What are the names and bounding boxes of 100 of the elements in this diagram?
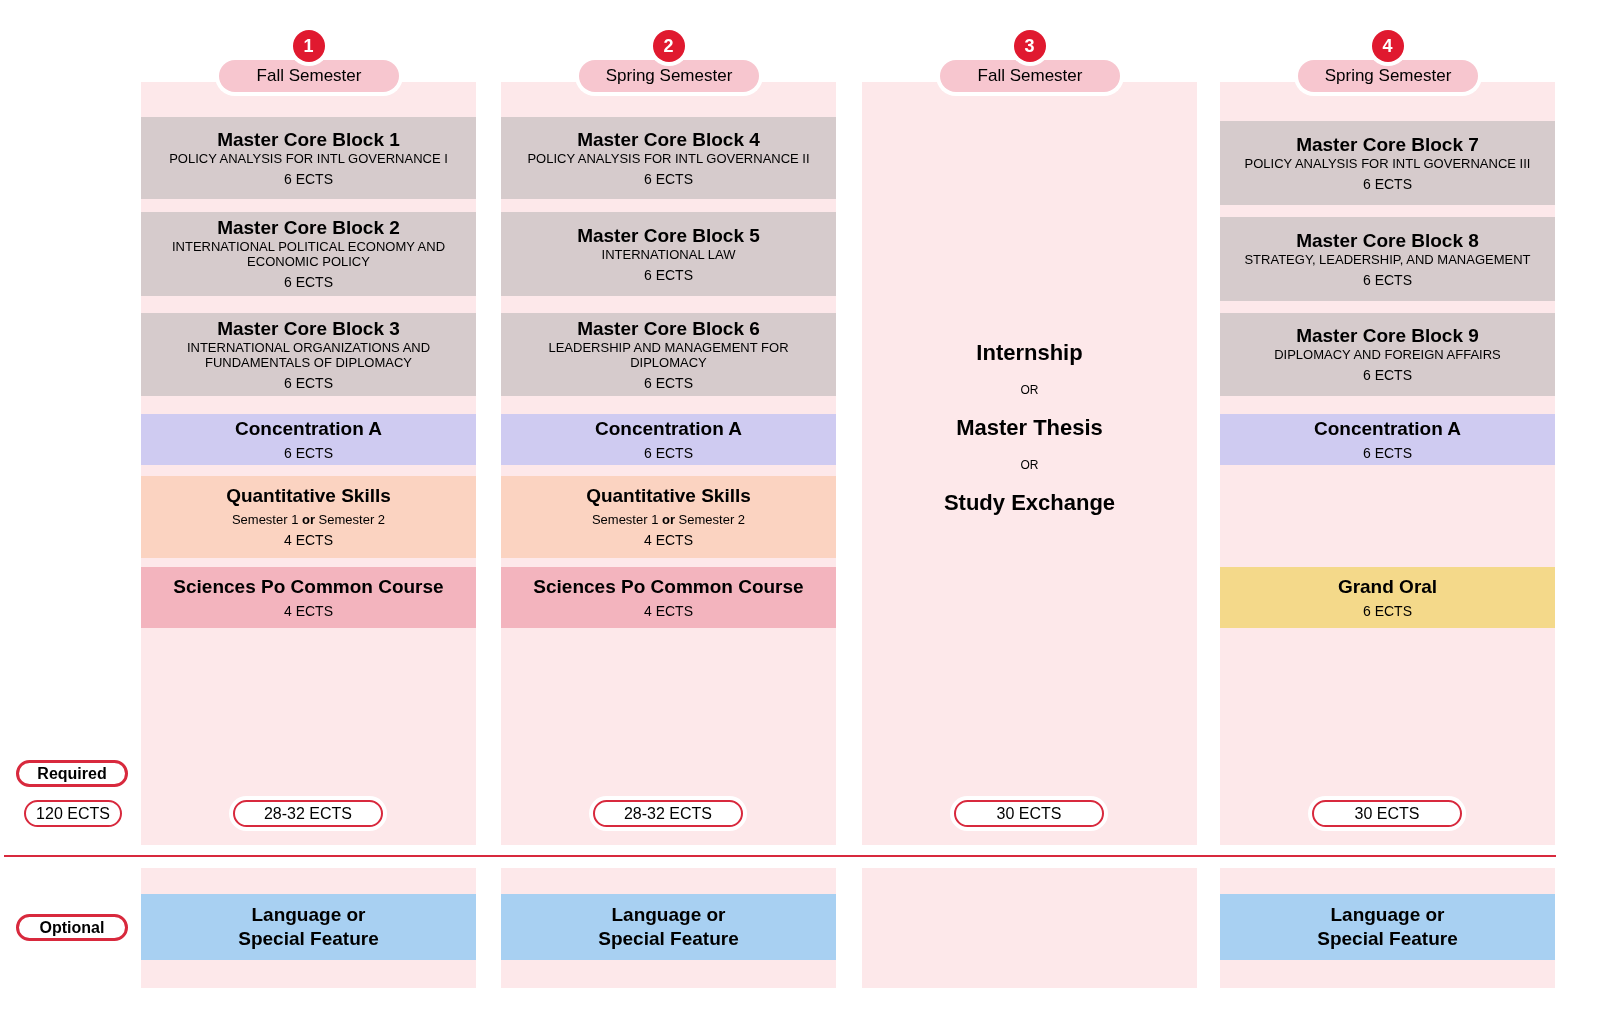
course-block <box>501 476 836 558</box>
credits-text: 4 ECTS <box>644 532 693 550</box>
block-title: Grand Oral <box>1337 574 1438 599</box>
credits-text: 6 ECTS <box>1363 271 1412 290</box>
credits-text: 6 ECTS <box>284 374 333 393</box>
elective-block <box>141 894 476 960</box>
semester-title: Spring Semester <box>1324 65 1452 88</box>
option-title: Study Exchange <box>943 489 1116 517</box>
option-title: Internship <box>976 339 1083 367</box>
course-block <box>501 414 836 465</box>
credits-text: 4 ECTS <box>644 602 693 621</box>
credit-pill <box>24 800 122 827</box>
course-block <box>141 567 476 628</box>
semester-column <box>862 82 1197 845</box>
block-title: Master Core Block 2 <box>217 216 400 241</box>
step-number: 3 <box>1024 37 1035 55</box>
credits-text: 4 ECTS <box>284 532 333 550</box>
credits-text: 6 ECTS <box>284 170 333 189</box>
block-title: Master Core Block 8 <box>1296 228 1479 253</box>
course-block <box>501 313 836 396</box>
block-title: Sciences Po Common Course <box>173 574 444 599</box>
course-block <box>1220 217 1555 301</box>
step-number-badge <box>292 30 325 62</box>
block-title: Master Core Block 1 <box>217 127 400 152</box>
option-title: Master Thesis <box>956 414 1103 442</box>
optional-column <box>141 868 476 988</box>
block-title: Master Core Block 9 <box>1296 324 1479 349</box>
block-title: Master Core Block 6 <box>577 316 760 341</box>
semester-title: Fall Semester <box>256 65 362 88</box>
block-title: Master Core Block 4 <box>577 127 760 152</box>
credits-text: 6 ECTS <box>644 374 693 393</box>
credits-text: 6 ECTS <box>1363 175 1412 194</box>
credits-text: 6 ECTS <box>284 444 333 463</box>
elective-block <box>1220 894 1555 960</box>
block-title: Quantitative Skills <box>226 484 391 508</box>
semester-column <box>501 82 836 845</box>
block-title: Concentration A <box>234 416 383 441</box>
block-subtitle: LEADERSHIP AND MANAGEMENT FOR DIPLOMACY <box>547 340 790 371</box>
credits-text: 6 ECTS <box>644 170 693 189</box>
block-title: Master Core Block 7 <box>1296 132 1479 157</box>
block-subtitle: Semester 1 or Semester 2 <box>591 512 746 529</box>
credits-text: 6 ECTS <box>1363 367 1412 385</box>
category-pill <box>16 914 128 941</box>
credits-text: 30 ECTS <box>996 803 1062 824</box>
step-number-badge <box>1013 30 1046 62</box>
course-block <box>141 414 476 465</box>
course-block <box>501 212 836 296</box>
step-number: 2 <box>663 37 674 55</box>
credits-text: 6 ECTS <box>644 444 693 463</box>
credits-text: 6 ECTS <box>1363 602 1412 621</box>
course-block <box>141 117 476 199</box>
category-label: Required <box>37 763 107 784</box>
optional-column <box>501 868 836 988</box>
credits-text: 4 ECTS <box>284 602 333 621</box>
block-subtitle: INTERNATIONAL LAW <box>600 247 737 263</box>
elective-block <box>501 894 836 960</box>
step-number: 1 <box>303 37 314 55</box>
block-title: Master Core Block 3 <box>217 316 400 341</box>
block-subtitle: POLICY ANALYSIS FOR INTL GOVERNANCE III <box>1243 156 1532 172</box>
block-title: Language or Special Feature <box>597 903 740 951</box>
block-title: Concentration A <box>594 416 743 441</box>
block-title: Master Core Block 5 <box>577 223 760 248</box>
or-text: OR <box>1020 457 1039 474</box>
block-title: Sciences Po Common Course <box>533 574 804 599</box>
block-subtitle: POLICY ANALYSIS FOR INTL GOVERNANCE I <box>168 151 449 167</box>
course-block <box>141 212 476 296</box>
block-subtitle: DIPLOMACY AND FOREIGN AFFAIRS <box>1273 348 1502 364</box>
course-block <box>141 476 476 558</box>
block-subtitle: POLICY ANALYSIS FOR INTL GOVERNANCE II <box>526 151 811 167</box>
block-subtitle: STRATEGY, LEADERSHIP, AND MANAGEMENT <box>1243 252 1532 268</box>
semester-title: Fall Semester <box>977 65 1083 88</box>
credits-text: 120 ECTS <box>36 803 110 824</box>
credits-text: 6 ECTS <box>284 274 333 292</box>
category-label: Optional <box>39 917 105 938</box>
credits-text: 6 ECTS <box>1363 444 1412 463</box>
semester-column <box>141 82 476 845</box>
credits-text: 30 ECTS <box>1354 803 1420 824</box>
block-subtitle: Semester 1 or Semester 2 <box>231 512 386 529</box>
block-title: Language or Special Feature <box>237 903 380 951</box>
block-title: Language or Special Feature <box>1316 903 1459 951</box>
block-title: Quantitative Skills <box>586 484 751 508</box>
course-block <box>501 567 836 628</box>
semester-column <box>1220 82 1555 845</box>
step-number: 4 <box>1382 37 1393 55</box>
credits-text: 6 ECTS <box>644 266 693 285</box>
course-block <box>1220 567 1555 628</box>
block-subtitle: INTERNATIONAL POLITICAL ECONOMY AND ECONOMIC POLICY <box>170 240 447 271</box>
course-block <box>1220 313 1555 396</box>
category-pill <box>16 760 128 787</box>
or-text: OR <box>1020 382 1039 399</box>
course-block <box>141 313 476 396</box>
credits-text: 28-32 ECTS <box>623 803 712 824</box>
semester-title: Spring Semester <box>605 65 733 88</box>
block-title: Concentration A <box>1313 416 1462 441</box>
optional-column <box>1220 868 1555 988</box>
course-block <box>1220 414 1555 465</box>
credits-text: 28-32 ECTS <box>263 803 352 824</box>
course-block <box>501 117 836 199</box>
block-subtitle: INTERNATIONAL ORGANIZATIONS AND FUNDAMENTALS OF DIPLOMACY <box>185 340 432 371</box>
course-block <box>1220 121 1555 205</box>
